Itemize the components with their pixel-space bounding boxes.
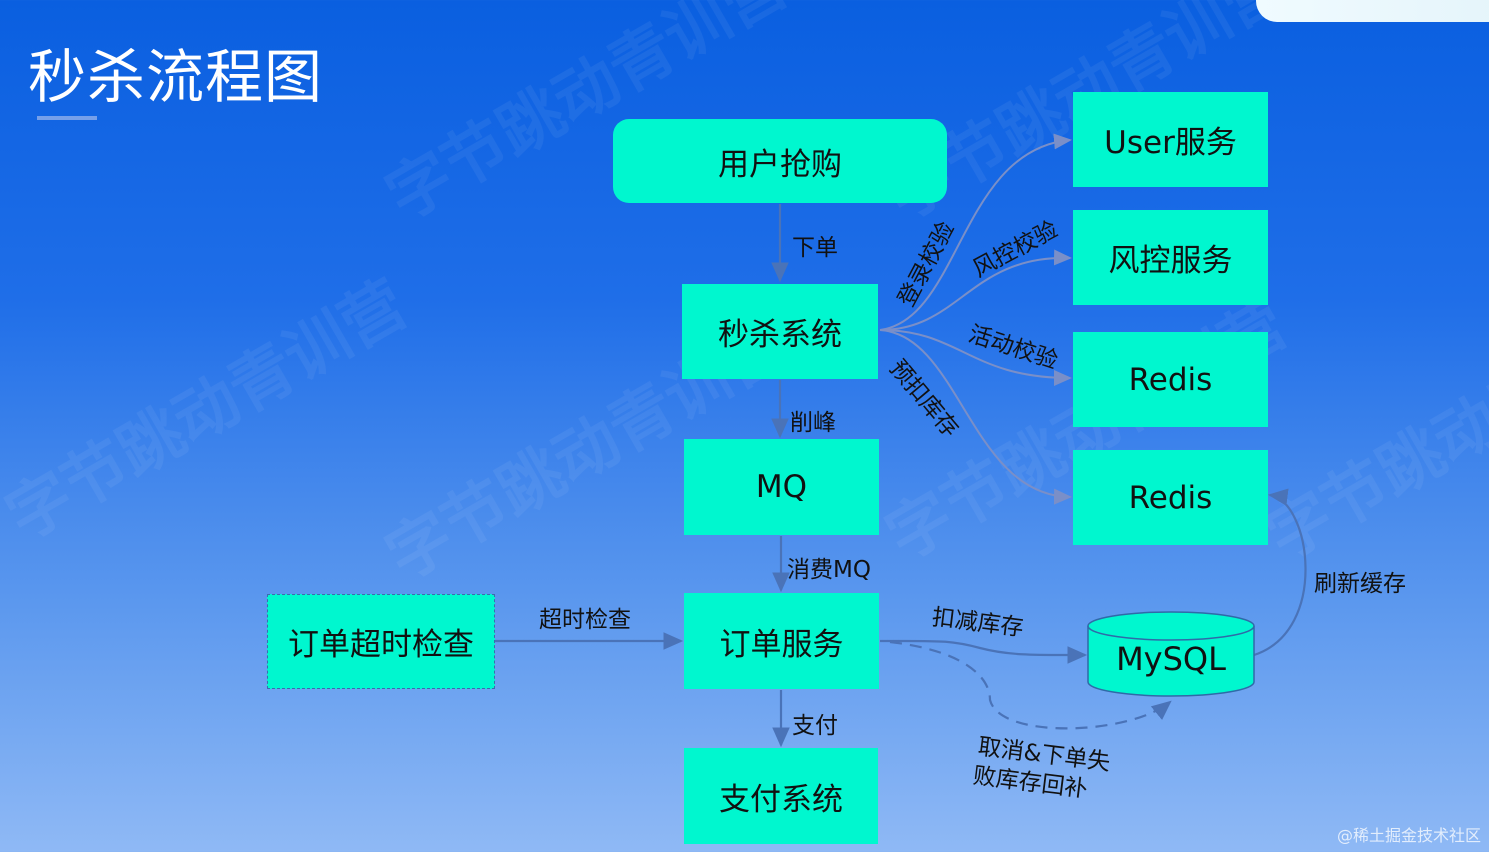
edge-refresh-cache — [1253, 488, 1307, 657]
credit-watermark: @稀土掘金技术社区 — [1336, 826, 1481, 845]
edge-login-check — [879, 133, 1072, 331]
title-underline — [37, 116, 97, 120]
edge-pre-deduct-stock — [879, 329, 1072, 505]
node-redis-2: Redis — [1073, 450, 1268, 545]
edge-label-refresh-cache: 刷新缓存 — [1314, 571, 1406, 597]
node-order-timeout-check: 订单超时检查 — [267, 594, 495, 689]
node-order-service: 订单服务 — [684, 593, 879, 689]
node-payment-system: 支付系统 — [684, 748, 878, 844]
top-right-tab — [1256, 0, 1489, 22]
edge-label-place-order: 下单 — [792, 235, 838, 261]
edge-label-pay: 支付 — [792, 713, 838, 739]
edge-activity-check — [879, 329, 1072, 386]
page-title: 秒杀流程图 — [28, 43, 324, 111]
node-user-rush: 用户抢购 — [613, 119, 947, 203]
node-seckill-system: 秒杀系统 — [682, 284, 878, 379]
edge-deduct-stock — [879, 639, 1088, 664]
edge-restore-stock — [889, 640, 1172, 730]
node-mq: MQ — [684, 439, 879, 535]
edge-label-timeout-check: 超时检查 — [539, 607, 631, 633]
node-mysql: MySQL — [1116, 640, 1226, 678]
edge-label-consume-mq: 消费MQ — [787, 557, 871, 583]
mysql-cylinder — [1087, 611, 1255, 697]
node-redis-1: Redis — [1073, 332, 1268, 427]
node-user-service: User服务 — [1073, 92, 1268, 187]
edge-label-peak-shaving: 削峰 — [790, 410, 836, 436]
edge-risk-check — [879, 249, 1072, 331]
node-risk-service: 风控服务 — [1073, 210, 1268, 305]
